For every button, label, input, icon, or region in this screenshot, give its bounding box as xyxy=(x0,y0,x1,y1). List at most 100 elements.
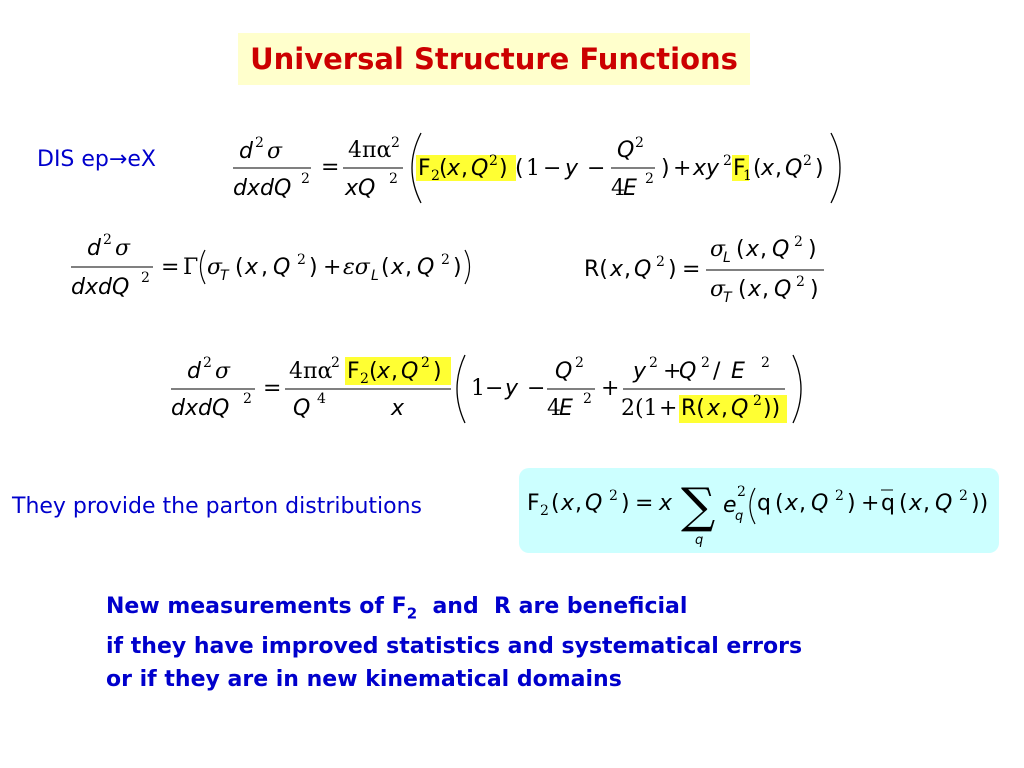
svg-text:F: F xyxy=(733,156,746,181)
svg-text:2: 2 xyxy=(649,355,658,371)
svg-text:2: 2 xyxy=(297,252,306,268)
svg-text:4πα: 4πα xyxy=(289,359,332,384)
svg-text:2: 2 xyxy=(255,135,264,151)
svg-text:,: , xyxy=(762,277,769,302)
svg-text:): ) xyxy=(499,156,508,181)
svg-text:x: x xyxy=(390,396,405,421)
svg-text:dxdQ: dxdQ xyxy=(233,176,291,201)
svg-text:Q: Q xyxy=(772,237,789,262)
svg-text:F: F xyxy=(347,359,360,384)
svg-text:,: , xyxy=(760,237,767,262)
conclusion-note: New measurements of F2 and R are benefic… xyxy=(106,590,802,696)
svg-text:x: x xyxy=(560,491,575,516)
svg-text:2: 2 xyxy=(489,153,498,169)
svg-text:R(: R( xyxy=(584,257,608,282)
svg-text:σ: σ xyxy=(115,236,131,261)
svg-text:=: = xyxy=(321,155,339,180)
svg-text:Q: Q xyxy=(679,359,696,384)
svg-text:q: q xyxy=(695,533,703,548)
svg-text:x: x xyxy=(658,491,673,516)
svg-text:F: F xyxy=(418,156,431,181)
svg-text:(: ( xyxy=(775,491,784,516)
svg-text:(: ( xyxy=(551,491,560,516)
svg-text:L: L xyxy=(723,250,731,266)
svg-text:d: d xyxy=(87,236,102,261)
svg-text:Q: Q xyxy=(634,257,651,282)
svg-text:Q: Q xyxy=(401,359,418,384)
svg-text:2: 2 xyxy=(609,488,618,504)
svg-text:2: 2 xyxy=(103,232,112,248)
svg-text:E: E xyxy=(559,396,573,421)
svg-text:Q: Q xyxy=(293,396,310,421)
svg-text:Q: Q xyxy=(785,156,802,181)
svg-text:1: 1 xyxy=(743,168,752,184)
svg-text:xy: xy xyxy=(692,156,720,181)
formula-dis-cross-section: d 2 σ dxdQ 2 = 4πα 2 xQ 2 F 2 ( x , Q 2 … xyxy=(233,132,841,204)
svg-text:): ) xyxy=(453,255,462,280)
svg-text:)): )) xyxy=(763,396,780,421)
svg-text:=: = xyxy=(263,376,281,401)
svg-text:x: x xyxy=(376,359,391,384)
svg-text:Q: Q xyxy=(935,491,952,516)
svg-text:=: = xyxy=(682,257,700,282)
dis-label: DIS ep→eX xyxy=(37,147,156,172)
svg-text:Q: Q xyxy=(555,359,572,384)
svg-text:xQ: xQ xyxy=(344,176,375,201)
svg-text:2: 2 xyxy=(761,355,770,371)
svg-text:4πα: 4πα xyxy=(348,138,391,163)
svg-text:2: 2 xyxy=(645,171,654,187)
svg-text:x: x xyxy=(747,277,762,302)
svg-text:2: 2 xyxy=(737,484,746,500)
svg-text:2: 2 xyxy=(575,355,584,371)
svg-text:y: y xyxy=(504,376,519,401)
svg-text:/: / xyxy=(713,359,721,384)
svg-text:x: x xyxy=(784,491,799,516)
svg-text:2: 2 xyxy=(723,153,732,169)
svg-text:,: , xyxy=(391,359,398,384)
svg-text:(: ( xyxy=(736,237,745,262)
svg-text:∑: ∑ xyxy=(681,478,715,534)
page-title: Universal Structure Functions xyxy=(250,42,738,76)
svg-text:2: 2 xyxy=(141,270,150,286)
note-line-3: or if they are in new kinematical domain… xyxy=(106,667,622,693)
svg-text:4: 4 xyxy=(611,176,625,201)
svg-text:4: 4 xyxy=(317,391,326,407)
parton-formula-box: F 2 ( x , Q 2 ) = x ∑ q e 2 q q ( x , Q … xyxy=(519,468,999,553)
svg-text:d: d xyxy=(239,139,254,164)
svg-text:−: − xyxy=(527,376,545,401)
svg-text:2: 2 xyxy=(431,168,440,184)
svg-text:): ) xyxy=(433,359,442,384)
svg-text:q: q xyxy=(881,491,895,516)
svg-text:,: , xyxy=(923,491,930,516)
svg-text:2: 2 xyxy=(301,171,310,187)
svg-text:εσ: εσ xyxy=(343,255,371,280)
parton-distributions-label: They provide the parton distributions xyxy=(12,494,422,519)
svg-text:+: + xyxy=(861,491,879,516)
svg-text:x: x xyxy=(745,237,760,262)
svg-text:Q: Q xyxy=(417,255,434,280)
svg-text:,: , xyxy=(461,156,468,181)
svg-text:y: y xyxy=(632,359,647,384)
svg-text:Q: Q xyxy=(774,277,791,302)
svg-text:2: 2 xyxy=(803,153,812,169)
svg-text:x: x xyxy=(908,491,923,516)
svg-text:2: 2 xyxy=(421,355,430,371)
svg-text:2: 2 xyxy=(753,393,762,409)
svg-text:,: , xyxy=(261,255,268,280)
svg-text:Γ: Γ xyxy=(183,255,198,280)
svg-text:(: ( xyxy=(738,277,747,302)
svg-text:E: E xyxy=(731,359,745,384)
svg-text:(: ( xyxy=(753,156,762,181)
svg-text:q: q xyxy=(757,491,771,516)
note-line-1: New measurements of F2 and R are benefic… xyxy=(106,594,688,623)
svg-text:2: 2 xyxy=(656,254,665,270)
svg-text:,: , xyxy=(624,257,631,282)
svg-text:x: x xyxy=(609,257,624,282)
formula-f2-parton-sum: F 2 ( x , Q 2 ) = x ∑ q e 2 q q ( x , Q … xyxy=(527,478,988,548)
svg-text:2: 2 xyxy=(796,274,805,290)
svg-text:,: , xyxy=(775,156,782,181)
svg-text:2: 2 xyxy=(959,488,968,504)
svg-text:,: , xyxy=(799,491,806,516)
svg-text:,: , xyxy=(405,255,412,280)
svg-text:x: x xyxy=(244,255,259,280)
